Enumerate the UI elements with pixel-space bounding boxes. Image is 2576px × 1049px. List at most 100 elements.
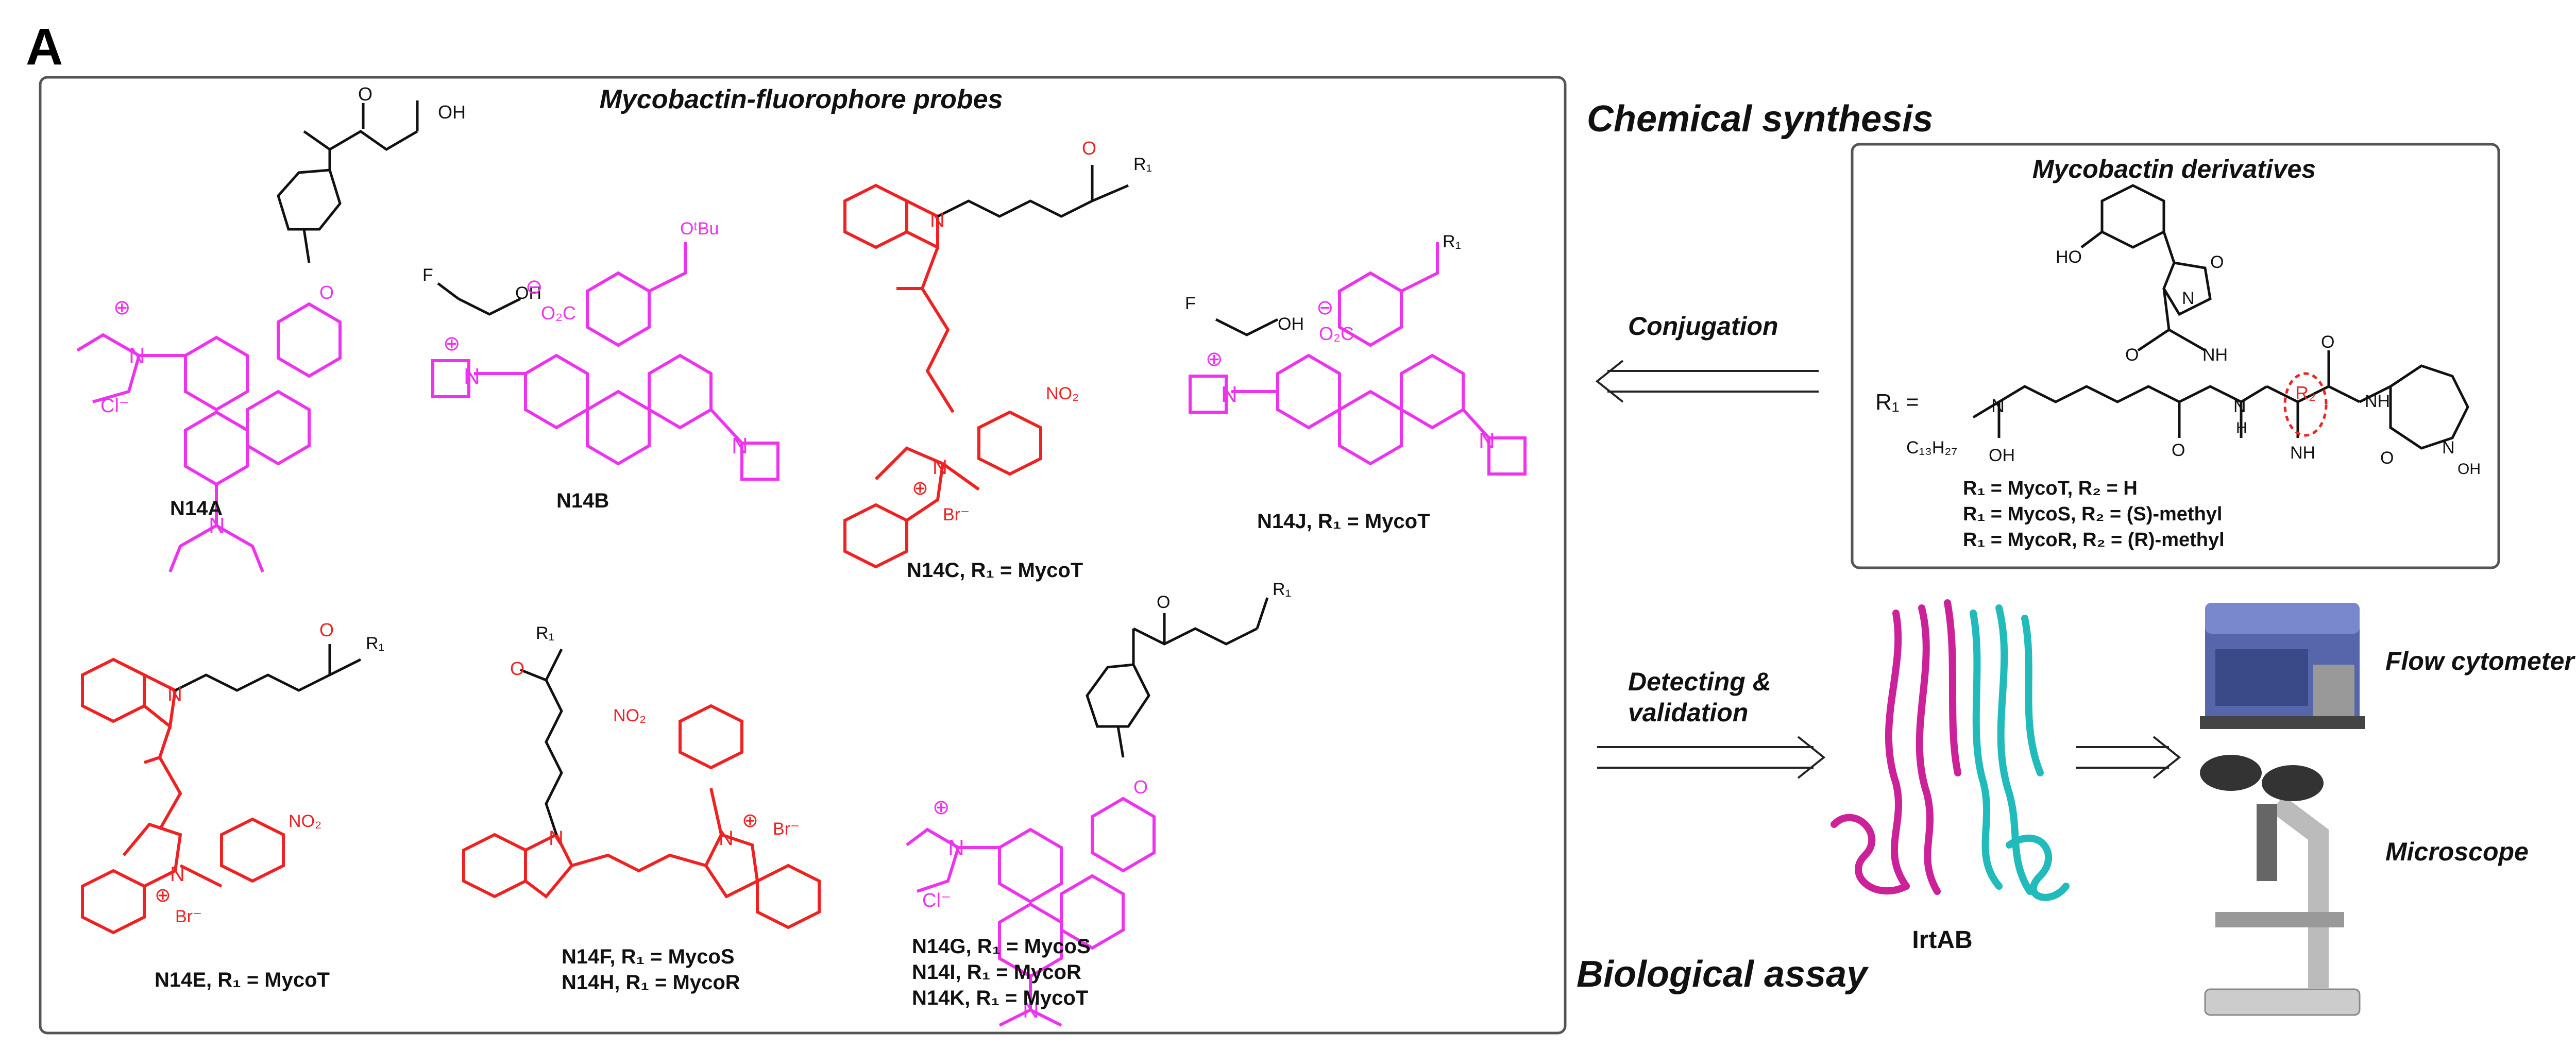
derivatives-box <box>1851 143 2500 569</box>
n14f-no2: NO₂ <box>613 706 646 725</box>
r2-highlight <box>2283 372 2328 437</box>
detecting-arrow <box>1597 736 1826 779</box>
structure-n14e: O R₁ N N ⊕ NO₂ Br⁻ N14E, R₁ = MycoT <box>81 619 384 991</box>
structure-n14a: OH O O N N ⊕ Cl⁻ N14A <box>76 83 466 573</box>
mycobactin-structure: R₁ = C₁₃H₂₇ N OH HO O N O NH O N H R₂ NH… <box>1875 184 2481 478</box>
n14h-label: N14H, R₁ = MycoR <box>562 971 740 994</box>
structure-n14b: OH F O₂C OᵗBu N N ⊕ ⊖ N14B <box>422 219 779 512</box>
n14k-label: N14K, R₁ = MycoT <box>912 987 1088 1009</box>
n14b-oh: OH <box>515 283 541 303</box>
mycobactin-nh3: NH <box>2365 392 2390 411</box>
n14e-o: O <box>319 619 334 640</box>
n14b-plus: ⊕ <box>443 332 461 355</box>
n14b-otbu: OᵗBu <box>680 219 719 239</box>
n14j-r1: R₁ <box>1443 232 1461 251</box>
n14j-n1: N <box>1221 382 1238 407</box>
mycobactin-r1-eq: R₁ = <box>1875 390 1919 415</box>
n14a-plus: ⊕ <box>113 296 131 319</box>
n14b-n2: N <box>732 433 748 459</box>
structure-n14f: O R₁ N N ⊕ NO₂ Br⁻ N14F, R₁ = MycoS N14H… <box>462 623 821 994</box>
probes-box <box>39 76 1567 1035</box>
mycobactin-n-oh: N <box>2442 438 2455 458</box>
biological-assay-heading: Biological assay <box>1577 954 1869 995</box>
mycobactin-n2: N <box>2233 397 2246 416</box>
n14b-n1: N <box>464 364 480 389</box>
n14f-n1: N <box>549 827 564 850</box>
conjugation-arrow <box>1595 360 1819 403</box>
n14e-no2: NO₂ <box>289 811 321 831</box>
n14a-oh: OH <box>438 101 466 123</box>
n14a-o1: O <box>358 83 372 105</box>
flow-cytometer-icon <box>2200 603 2365 729</box>
mycobactin-nh1: NH <box>2202 345 2228 365</box>
n14g-label: N14G, R₁ = MycoS <box>912 935 1091 958</box>
n14g-r1: R₁ <box>1273 580 1291 599</box>
n14a-cl: Cl⁻ <box>100 395 129 417</box>
mycobactin-o4: O <box>2380 448 2394 468</box>
probes-box-title: Mycobactin-fluorophore probes <box>600 84 1003 114</box>
n14g-o1: O <box>1157 593 1170 612</box>
n14j-label: N14J, R₁ = MycoT <box>1257 510 1430 533</box>
n14a-n1: N <box>129 343 145 368</box>
structure-n14g: R₁ O O N N ⊕ Cl⁻ N14G, R₁ = MycoS N14I, … <box>906 580 1291 1027</box>
detecting-label-2: validation <box>1628 698 1748 727</box>
n14j-f: F <box>1185 294 1196 313</box>
irtab-label: IrtAB <box>1912 926 1972 954</box>
n14e-n1: N <box>167 683 182 705</box>
n14e-n2: N <box>170 863 185 886</box>
n14j-minus: ⊖ <box>1316 296 1334 319</box>
n14c-label: N14C, R₁ = MycoT <box>907 559 1083 582</box>
n14j-plus: ⊕ <box>1206 348 1223 370</box>
mycobactin-c13: C₁₃H₂₇ <box>1906 438 1957 458</box>
n14j-oh: OH <box>1278 314 1304 334</box>
structure-n14j: OH F O₂C R₁ N N ⊕ ⊖ N14J, R₁ = MycoT <box>1185 232 1527 533</box>
n14c-o: O <box>1082 138 1096 159</box>
mycobactin-oxazoline-o: O <box>2210 252 2224 272</box>
n14a-n2: N <box>209 513 225 538</box>
mycobactin-o2: O <box>2172 441 2185 460</box>
n14c-br: Br⁻ <box>943 505 970 524</box>
derivative-line-1: R₁ = MycoT, R₂ = H <box>1963 478 2138 499</box>
n14c-no2: NO₂ <box>1046 384 1079 403</box>
n14f-n2: N <box>719 827 734 850</box>
n14i-label: N14I, R₁ = MycoR <box>912 961 1081 984</box>
mycobactin-ho: HO <box>2056 247 2082 267</box>
n14c-n2: N <box>933 456 947 479</box>
microscope-label: Microscope <box>2385 837 2529 866</box>
n14c-r1: R₁ <box>1133 155 1152 174</box>
n14c-plus: ⊕ <box>912 478 928 499</box>
mycobactin-oh-2: OH <box>2458 461 2481 478</box>
n14b-f: F <box>422 265 433 285</box>
n14a-label: N14A <box>170 497 223 520</box>
n14e-br: Br⁻ <box>175 907 202 926</box>
conjugation-label: Conjugation <box>1628 312 1778 341</box>
n14c-n1: N <box>930 209 945 231</box>
mycobactin-h2: H <box>2236 419 2247 436</box>
n14g-o2: O <box>1133 776 1148 798</box>
n14j-co2: O₂C <box>1319 323 1354 344</box>
n14f-label: N14F, R₁ = MycoS <box>562 945 735 968</box>
mycobactin-oxazoline-n: N <box>2182 289 2195 308</box>
n14e-label: N14E, R₁ = MycoT <box>155 969 330 991</box>
derivative-line-3: R₁ = MycoR, R₂ = (R)-methyl <box>1963 529 2225 551</box>
panel-letter: A <box>26 18 63 76</box>
irtab-protein <box>1831 599 2070 901</box>
n14g-n1: N <box>948 835 964 860</box>
derivative-line-2: R₁ = MycoS, R₂ = (S)-methyl <box>1963 503 2222 525</box>
detecting-label-1: Detecting & <box>1628 667 1771 696</box>
instrument-arrow <box>2076 736 2181 779</box>
mycobactin-n-oh-n: N <box>1991 395 2005 416</box>
n14b-co2: O₂C <box>541 302 576 324</box>
chemical-synthesis-heading: Chemical synthesis <box>1587 98 1933 140</box>
structure-n14c: O R₁ N N ⊕ NO₂ Br⁻ N14C, R₁ = MycoT <box>843 138 1152 582</box>
flow-cytometer-label: Flow cytometer <box>2385 647 2575 675</box>
mycobactin-o3: O <box>2321 332 2334 352</box>
n14b-minus: ⊖ <box>526 276 543 298</box>
n14f-r1: R₁ <box>536 623 554 643</box>
n14a-o2: O <box>319 282 334 303</box>
mycobactin-o1: O <box>2125 345 2139 365</box>
n14j-n2: N <box>1479 428 1495 453</box>
mycobactin-nh2: NH <box>2290 443 2315 463</box>
derivatives-box-title: Mycobactin derivatives <box>2032 155 2316 183</box>
n14f-plus: ⊕ <box>742 810 758 832</box>
